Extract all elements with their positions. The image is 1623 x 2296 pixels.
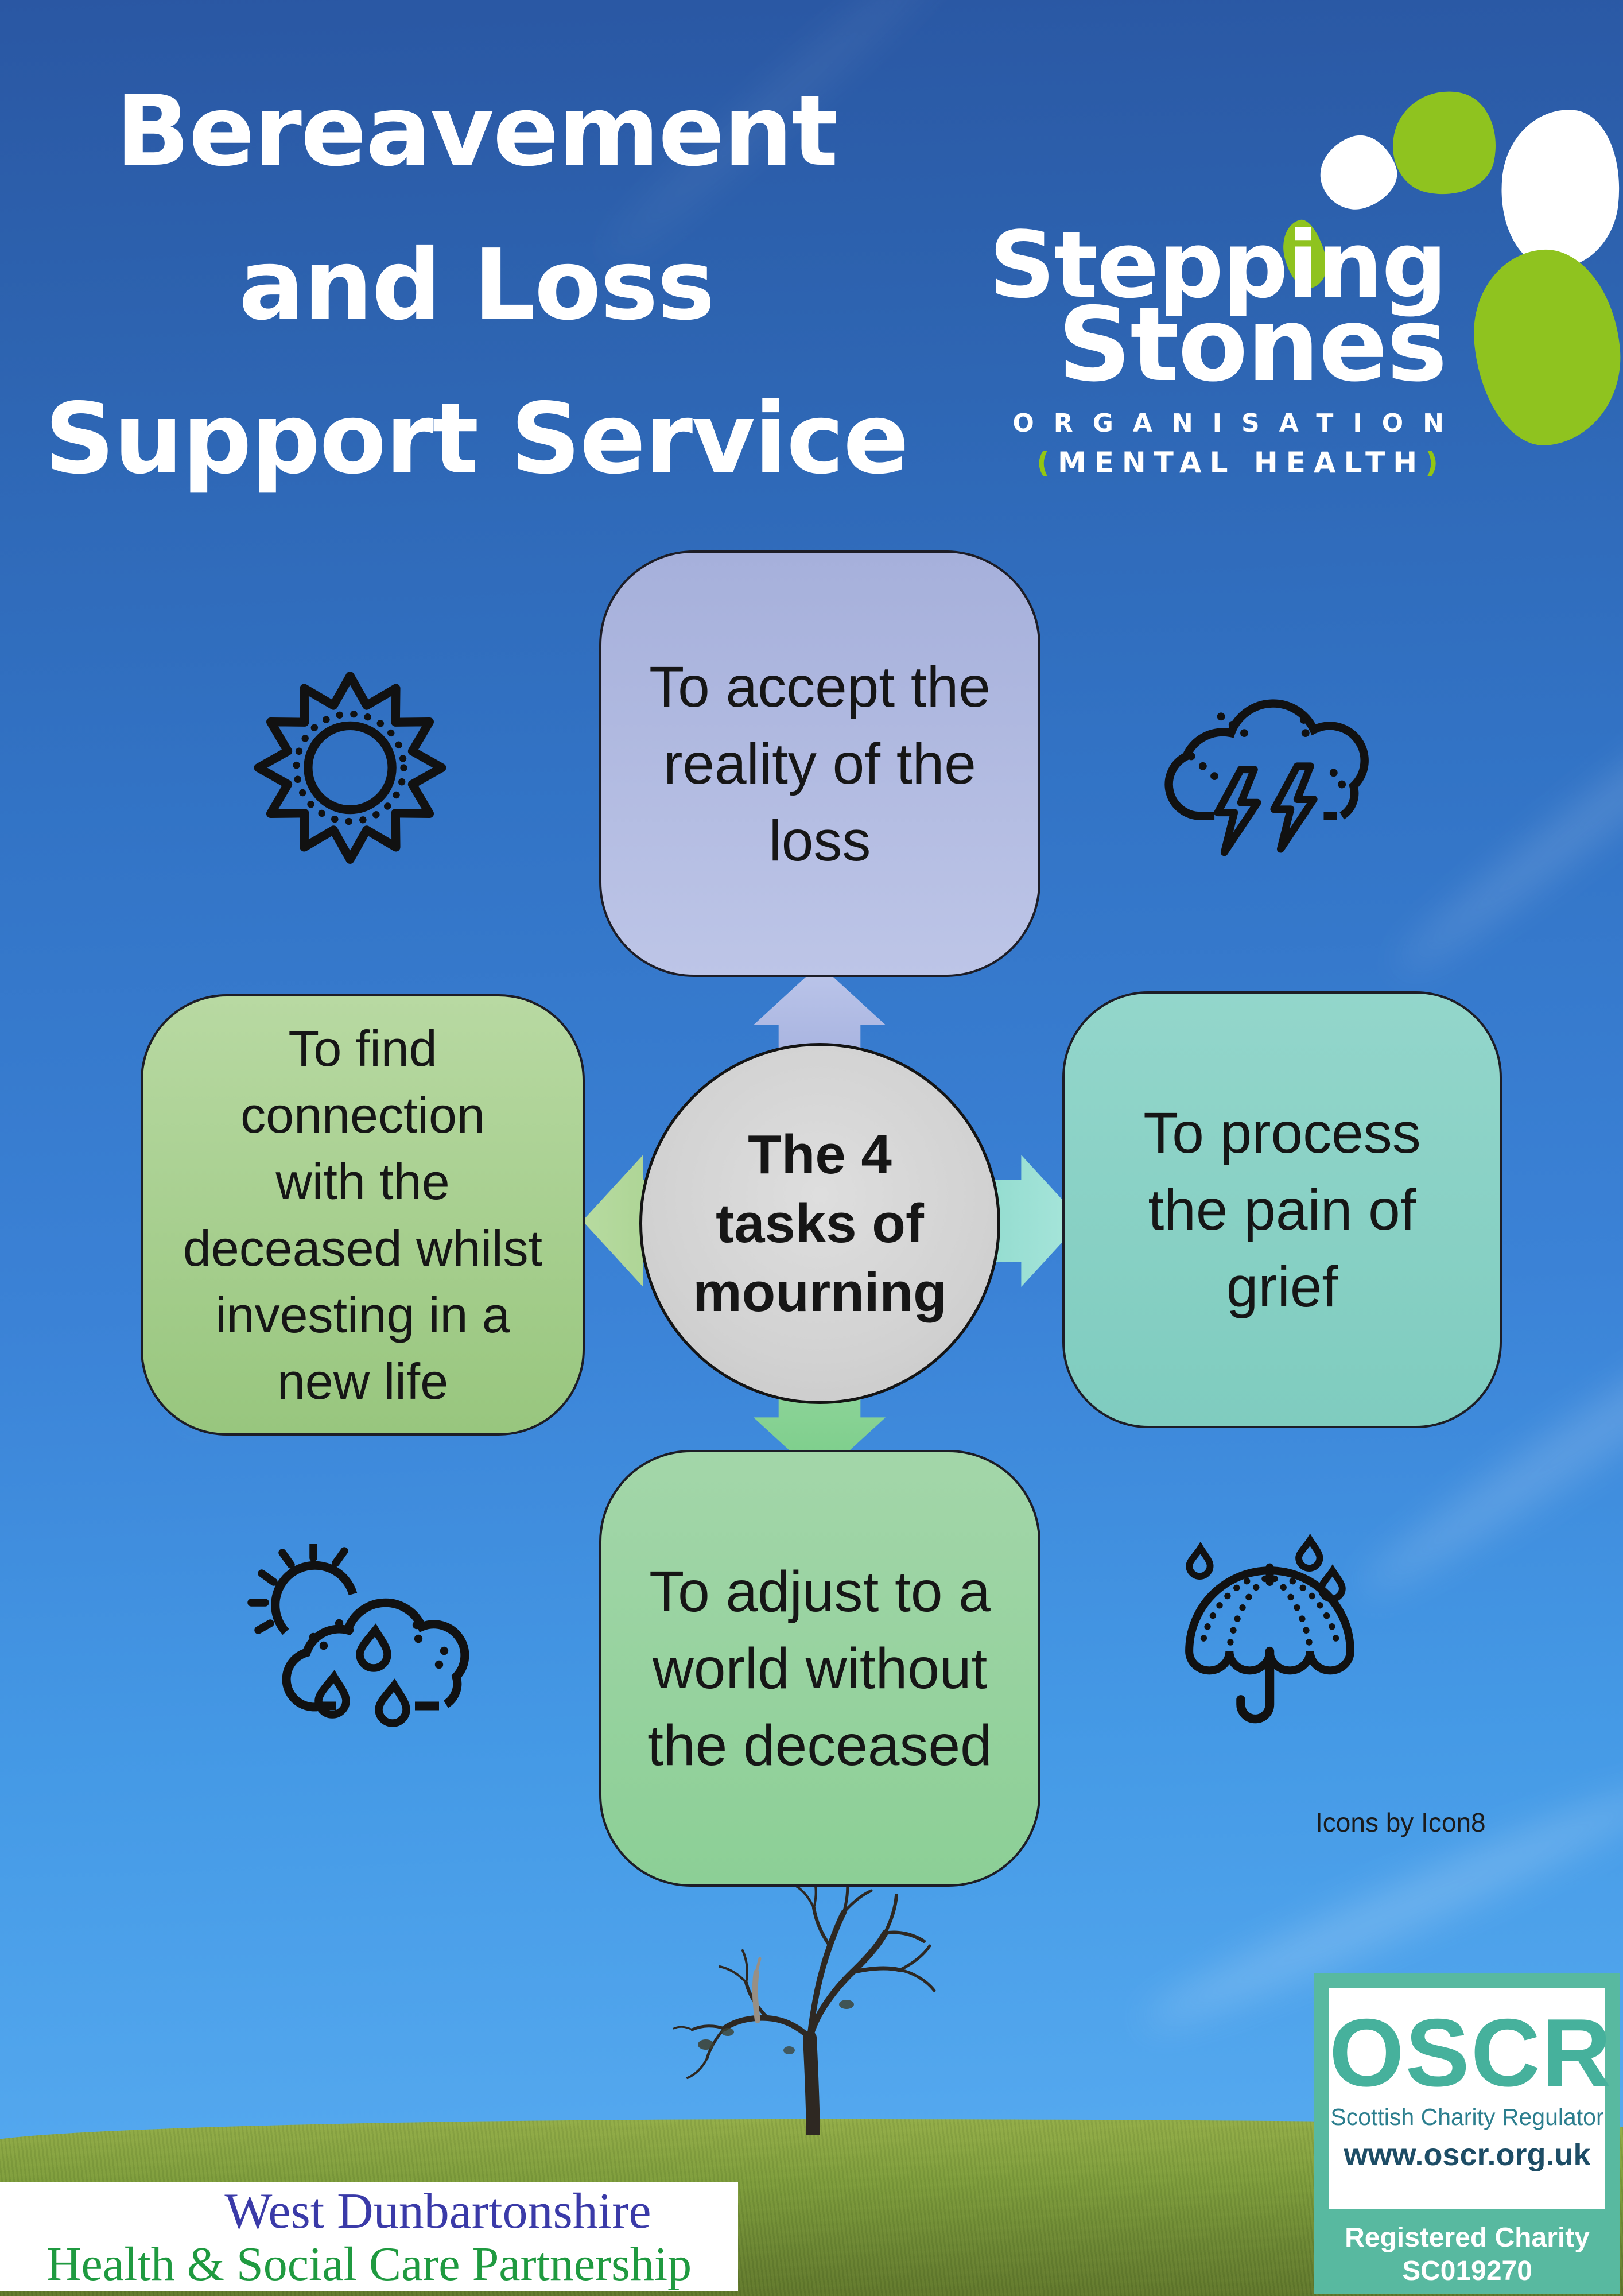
task-line: the pain of: [1148, 1177, 1416, 1242]
task-line: To find: [288, 1019, 437, 1077]
title-line: Bereavement: [115, 75, 838, 188]
wd-line2: Health & Social Care Partnership: [46, 2237, 692, 2291]
title-line: Support Service: [44, 382, 910, 496]
task-line: To accept the: [649, 654, 991, 719]
task-line: loss: [768, 808, 871, 873]
oscr-registered-line1: Registered Charity: [1345, 2223, 1590, 2253]
oscr-badge: OSCR Scottish Charity Regulator www.oscr…: [1314, 1973, 1620, 2294]
logo-mental-health: (MENTAL HEALTH): [935, 446, 1446, 479]
paren-open: (: [1036, 446, 1058, 479]
hub-line: tasks of: [716, 1192, 924, 1254]
oscr-acronym: OSCR: [1329, 1999, 1613, 2107]
wd-line1: West Dunbartonshire: [224, 2183, 651, 2239]
logo-word-stones: Stones: [1058, 285, 1447, 404]
task-line: new life: [277, 1352, 449, 1410]
mental-health-text: MENTAL HEALTH: [1057, 446, 1426, 479]
task-line: To adjust to a: [649, 1559, 991, 1624]
task-line: reality of the: [663, 731, 976, 796]
oscr-registered: Registered Charity SC019270: [1314, 2221, 1620, 2288]
task-box-process-pain: To process the pain of grief: [1062, 991, 1502, 1428]
umbrella-rain-icon: [1165, 1528, 1374, 1752]
task-line: To process: [1143, 1100, 1421, 1165]
icon-credit: Icons by Icon8: [1315, 1808, 1486, 1837]
stepping-stones-logo: Stepping Stones ORGANISATION (MENTAL HEA…: [935, 211, 1447, 480]
stone-pebble-green-medium: [1384, 81, 1506, 205]
title-line: and Loss: [238, 228, 715, 342]
oscr-inner-panel: OSCR Scottish Charity Regulator www.oscr…: [1329, 1988, 1613, 2209]
paren-close: ): [1425, 446, 1446, 479]
task-line: world without: [652, 1636, 988, 1701]
task-box-accept: To accept the reality of the loss: [599, 550, 1040, 977]
center-circle: The 4 tasks of mourning: [639, 1043, 1000, 1404]
page-title: Bereavement and Loss Support Service: [23, 55, 930, 516]
stone-pebble-green-large: [1466, 243, 1623, 451]
task-box-adjust: To adjust to a world without the decease…: [599, 1450, 1040, 1887]
task-box-connection: To find connection with the deceased whi…: [141, 994, 585, 1436]
sun-rain-cloud-icon: [247, 1544, 476, 1742]
task-line: investing in a: [215, 1286, 510, 1343]
task-line: the deceased: [647, 1713, 992, 1778]
stone-pebble-white-large: [1493, 103, 1623, 275]
sun-icon: [253, 669, 448, 867]
oscr-url: www.oscr.org.uk: [1344, 2138, 1591, 2172]
task-line: deceased whilst: [183, 1219, 543, 1277]
stone-pebble-white-small: [1310, 126, 1405, 219]
task-line: with the: [275, 1153, 450, 1210]
cloud-streak: [1385, 637, 1623, 987]
oscr-registered-line2: SC019270: [1402, 2256, 1532, 2286]
hub-line: mourning: [693, 1261, 947, 1323]
logo-word-stepping: Stepping: [989, 211, 1447, 319]
west-dunbartonshire-logo: West Dunbartonshire Health & Social Care…: [0, 2182, 738, 2291]
logo-organisation: ORGANISATION: [1012, 409, 1463, 438]
hub-line: The 4: [748, 1123, 892, 1185]
task-line: connection: [240, 1086, 485, 1143]
task-line: grief: [1226, 1254, 1338, 1319]
oscr-subtitle: Scottish Charity Regulator: [1330, 2104, 1604, 2130]
bare-tree: [671, 1860, 970, 2141]
storm-cloud-lightning-icon: [1158, 686, 1373, 870]
